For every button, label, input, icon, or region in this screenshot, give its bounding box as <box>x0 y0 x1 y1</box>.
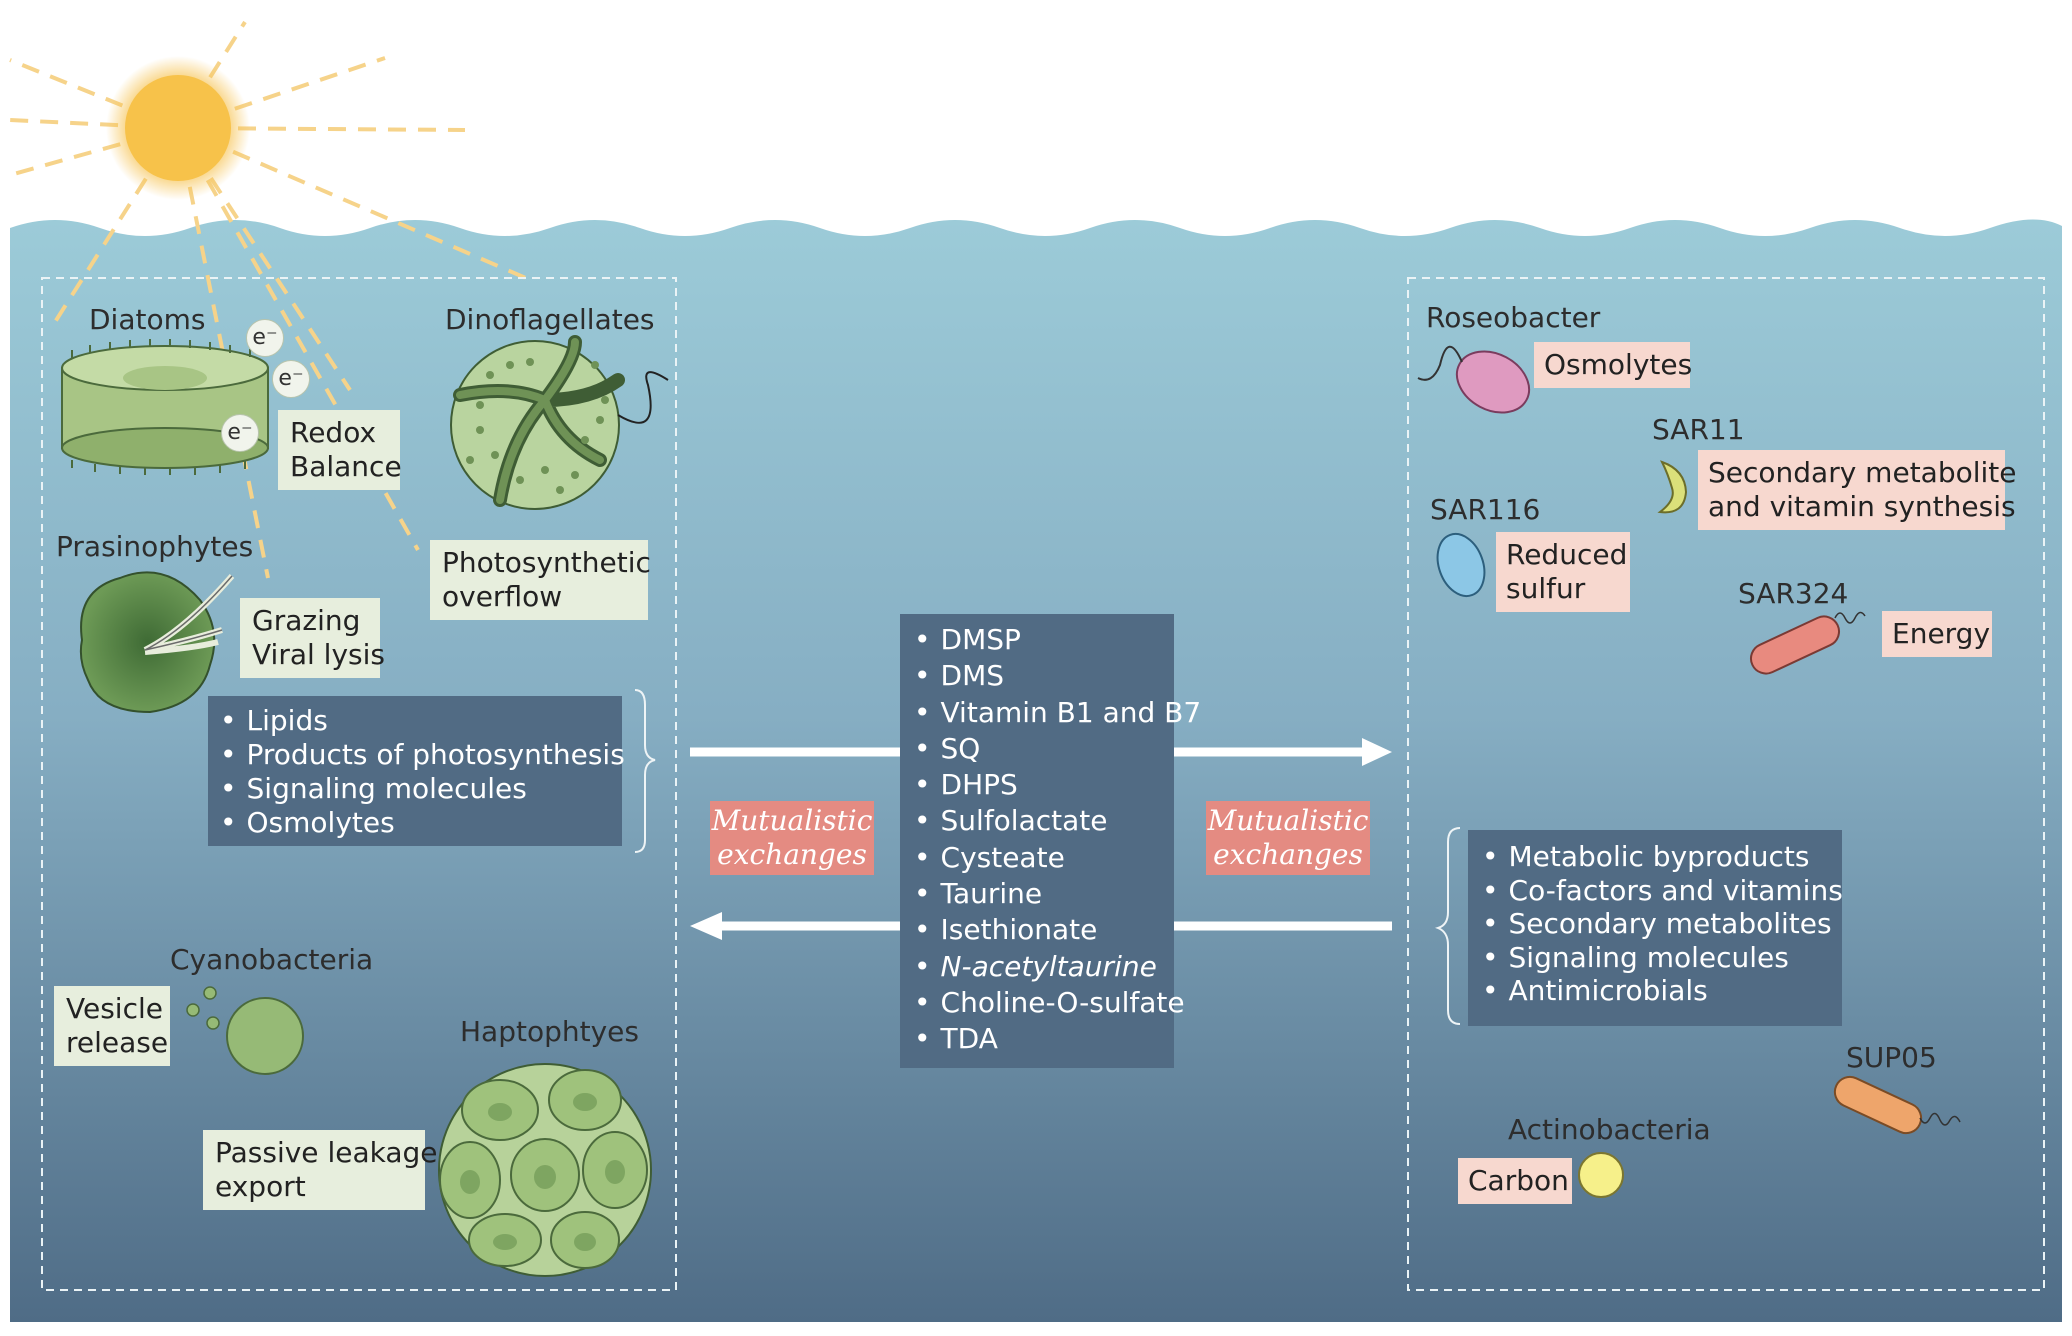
energy-box: Energy <box>1882 611 1992 657</box>
list-item: TDA <box>914 1021 1160 1057</box>
electron-icon: e⁻ <box>246 319 284 357</box>
secondary-metabolite-line-1: Secondary metabolite <box>1708 456 2017 489</box>
dinoflagellate-illustration <box>450 335 669 510</box>
list-item: Co-factors and vitamins <box>1482 874 1843 908</box>
list-item: Antimicrobials <box>1482 974 1828 1008</box>
haptophytes-label: Haptophtyes <box>460 1015 639 1048</box>
list-item: Osmolytes <box>220 806 610 840</box>
list-item: Choline-O-sulfate <box>914 985 1185 1021</box>
viral-lysis-line: Viral lysis <box>252 638 385 671</box>
mutualistic-line-2: exchanges <box>1213 838 1363 871</box>
haptophyte-illustration <box>438 1063 652 1277</box>
sup05-label: SUP05 <box>1846 1041 1937 1074</box>
secondary-metabolite-box: Secondary metabolite and vitamin synthes… <box>1698 450 2017 530</box>
list-item: Cysteate <box>914 840 1160 876</box>
grazing-line: Grazing <box>252 604 361 637</box>
bacteria-products-box: Metabolic byproducts Co-factors and vita… <box>1468 830 1843 1026</box>
prasinophytes-label: Prasinophytes <box>56 530 254 563</box>
photosynthetic-overflow-box: Photosynthetic overflow <box>430 540 651 620</box>
list-item: Taurine <box>914 876 1160 912</box>
passive-leakage-box: Passive leakage export <box>203 1130 438 1210</box>
actinobacteria-illustration <box>1578 1152 1624 1198</box>
passive-leakage-line-2: export <box>215 1170 306 1203</box>
bracket-left <box>634 689 656 853</box>
vesicle-release-line-1: Vesicle <box>66 992 163 1025</box>
list-item: DMSP <box>914 622 1160 658</box>
diatoms-label: Diatoms <box>89 303 206 336</box>
sar324-label: SAR324 <box>1738 577 1849 610</box>
list-item: DHPS <box>914 767 1160 803</box>
exchanged-compounds-box: DMSP DMS Vitamin B1 and B7 SQ DHPS Sulfo… <box>900 614 1202 1068</box>
reduced-sulfur-line-2: sulfur <box>1506 572 1586 605</box>
list-item: N-acetyltaurine <box>914 949 1160 985</box>
bracket-right <box>1434 827 1461 1025</box>
list-item: Secondary metabolites <box>1482 907 1832 941</box>
secondary-metabolite-line-2: and vitamin synthesis <box>1708 490 2016 523</box>
list-item: SQ <box>914 731 1160 767</box>
electron-icon: e⁻ <box>221 414 259 452</box>
osmolytes-box: Osmolytes <box>1534 342 1692 388</box>
diatom-illustration <box>61 339 269 475</box>
sar11-illustration <box>1657 460 1688 514</box>
actinobacteria-label: Actinobacteria <box>1508 1113 1711 1146</box>
list-item: Signaling molecules <box>220 772 610 806</box>
sar116-label: SAR116 <box>1430 493 1541 526</box>
carbon-box: Carbon <box>1458 1158 1572 1204</box>
mutualistic-line-1: Mutualistic <box>1207 804 1369 837</box>
reduced-sulfur-box: Reduced sulfur <box>1496 532 1630 612</box>
sar116-illustration <box>1436 533 1486 597</box>
sar324-illustration <box>1749 611 1866 675</box>
list-item: Metabolic byproducts <box>1482 840 1828 874</box>
mutualistic-line-1: Mutualistic <box>711 804 873 837</box>
cyanobacteria-label: Cyanobacteria <box>170 943 374 976</box>
bacteria-panel <box>1407 277 2045 1291</box>
list-item: Lipids <box>220 704 610 738</box>
vesicle-release-line-2: release <box>66 1026 169 1059</box>
redox-balance-line-1: Redox <box>290 416 377 449</box>
redox-balance-box: Redox Balance <box>278 410 402 490</box>
electron-icon: e⁻ <box>272 360 310 398</box>
vesicle-release-box: Vesicle release <box>54 986 170 1066</box>
mutualistic-exchanges-left: Mutualistic exchanges <box>710 801 874 875</box>
mutualistic-line-2: exchanges <box>717 838 867 871</box>
list-item: Sulfolactate <box>914 803 1160 839</box>
exchange-arrows <box>690 738 1392 940</box>
list-item: DMS <box>914 658 1160 694</box>
photosynthetic-overflow-line-1: Photosynthetic <box>442 546 651 579</box>
list-item: Products of photosynthesis <box>220 738 625 772</box>
roseobacter-illustration <box>1417 345 1531 414</box>
list-item: Isethionate <box>914 912 1160 948</box>
prasinophyte-illustration <box>79 571 235 714</box>
mutualistic-exchanges-right: Mutualistic exchanges <box>1206 801 1370 875</box>
photosynthetic-overflow-line-2: overflow <box>442 580 563 613</box>
dinoflagellates-label: Dinoflagellates <box>445 303 655 336</box>
sup05-illustration <box>1833 1075 1961 1135</box>
sar11-label: SAR11 <box>1652 413 1745 446</box>
passive-leakage-line-1: Passive leakage <box>215 1136 438 1169</box>
redox-balance-line-2: Balance <box>290 450 402 483</box>
list-item: Signaling molecules <box>1482 941 1828 975</box>
producer-panel <box>41 277 677 1291</box>
cyanobacteria-illustration <box>186 986 304 1075</box>
producer-products-box: Lipids Products of photosynthesis Signal… <box>208 696 625 846</box>
list-item: Vitamin B1 and B7 <box>914 695 1202 731</box>
roseobacter-label: Roseobacter <box>1426 301 1601 334</box>
grazing-viral-lysis-box: Grazing Viral lysis <box>240 598 385 678</box>
reduced-sulfur-line-1: Reduced <box>1506 538 1628 571</box>
